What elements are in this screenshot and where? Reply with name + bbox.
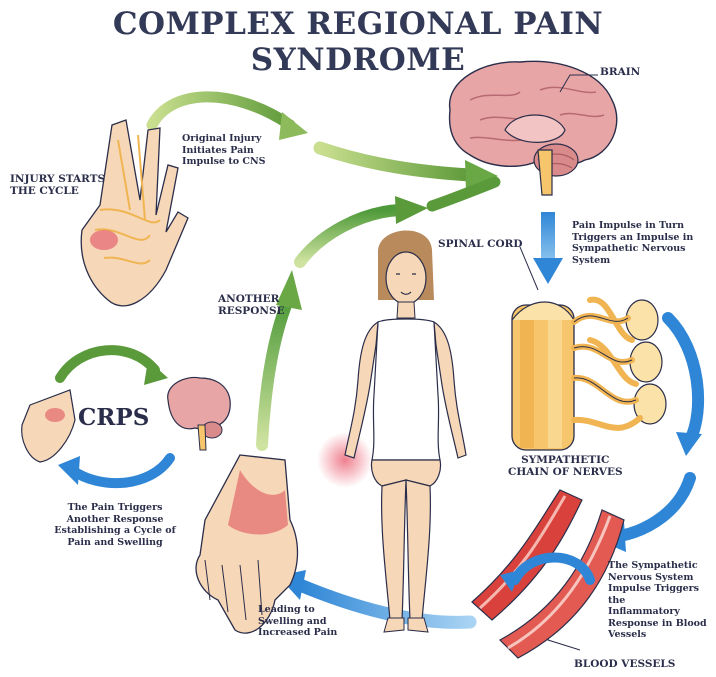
label-crps: CRPS bbox=[78, 404, 149, 431]
label-blood-vessels: BLOOD VESSELS bbox=[574, 658, 675, 670]
caption-pain-triggers: The Pain Triggers Another Response Estab… bbox=[40, 502, 190, 548]
caption-pain-impulse: Pain Impulse in Turn Triggers an Impulse… bbox=[572, 220, 693, 266]
caption-leading-to: Leading to Swelling and Increased Pain bbox=[258, 604, 337, 639]
arrow-brain-to-spinal-cord bbox=[533, 212, 563, 284]
label-injury-starts: INJURY STARTS THE CYCLE bbox=[10, 173, 105, 197]
label-another-response: ANOTHER RESPONSE bbox=[218, 293, 285, 317]
caption-sympathetic-response: The Sympathetic Nervous System Impulse T… bbox=[608, 560, 716, 641]
injured-hand-illustration bbox=[81, 120, 188, 306]
label-sympathetic-chain: SYMPATHETIC CHAIN OF NERVES bbox=[508, 454, 623, 478]
sympathetic-chain-illustration bbox=[512, 300, 666, 450]
label-spinal-cord: SPINAL CORD bbox=[438, 238, 523, 250]
caption-original-injury: Original Injury Initiates Pain Impulse t… bbox=[182, 133, 266, 168]
label-brain: BRAIN bbox=[600, 66, 640, 78]
blood-vessels-illustration bbox=[472, 490, 624, 658]
human-figure-illustration bbox=[317, 230, 466, 632]
